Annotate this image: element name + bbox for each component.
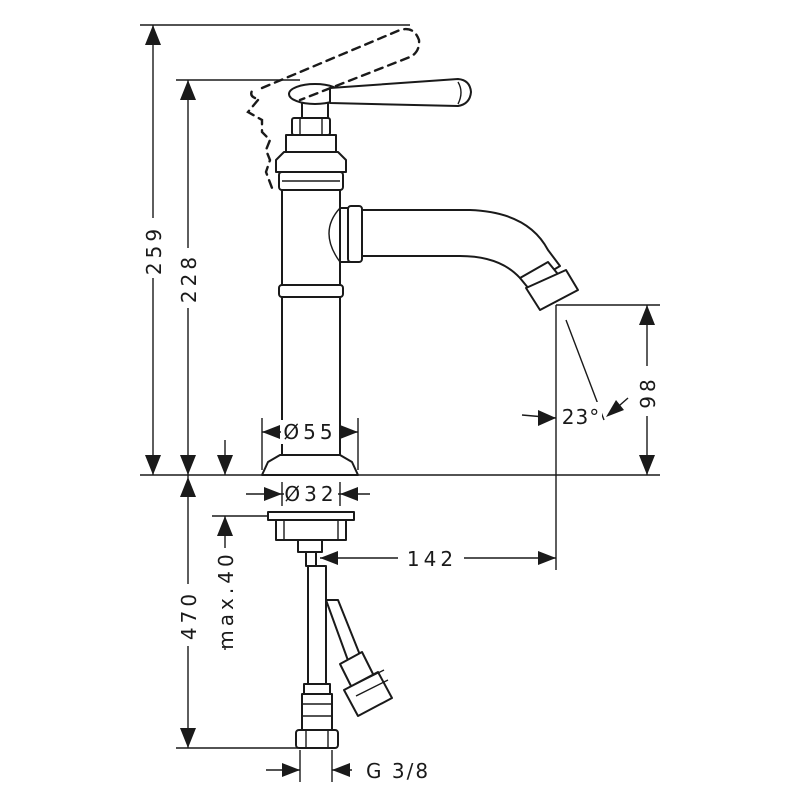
dimension-counter-thickness: max.40	[212, 440, 268, 650]
dimension-connection-thread: G 3/8	[266, 750, 430, 783]
lever-handle-alternate-position	[246, 27, 421, 190]
dimension-mount-diameter: Ø32	[246, 482, 370, 506]
dimension-hose-length: 470	[176, 475, 298, 749]
label-spout-reach: 142	[407, 547, 457, 571]
dimension-spout-angle: 23°	[521, 319, 629, 429]
label-hose-length: 470	[177, 590, 201, 640]
dimension-spout-clearance: 98	[556, 304, 660, 475]
label-connection-thread: G 3/8	[366, 759, 430, 783]
label-spout-clearance: 98	[636, 375, 660, 408]
lever-handle	[329, 78, 472, 107]
label-max-counter-thickness: max.40	[214, 550, 238, 649]
dimension-body-diameter: Ø55	[261, 418, 359, 470]
supply-hoses	[295, 565, 393, 749]
label-overall-height: 259	[142, 225, 166, 275]
dimension-overall-height: 259	[140, 24, 410, 475]
dimension-spout-reach: 142	[320, 305, 557, 571]
label-handle-height: 228	[177, 253, 201, 303]
spout	[328, 205, 579, 311]
label-spout-angle: 23°	[562, 405, 600, 429]
label-body-diameter: Ø55	[283, 420, 336, 444]
dimension-handle-height: 228	[176, 79, 300, 475]
faucet-body	[261, 83, 359, 476]
mounting-assembly	[267, 511, 355, 567]
label-mount-diameter: Ø32	[284, 482, 337, 506]
